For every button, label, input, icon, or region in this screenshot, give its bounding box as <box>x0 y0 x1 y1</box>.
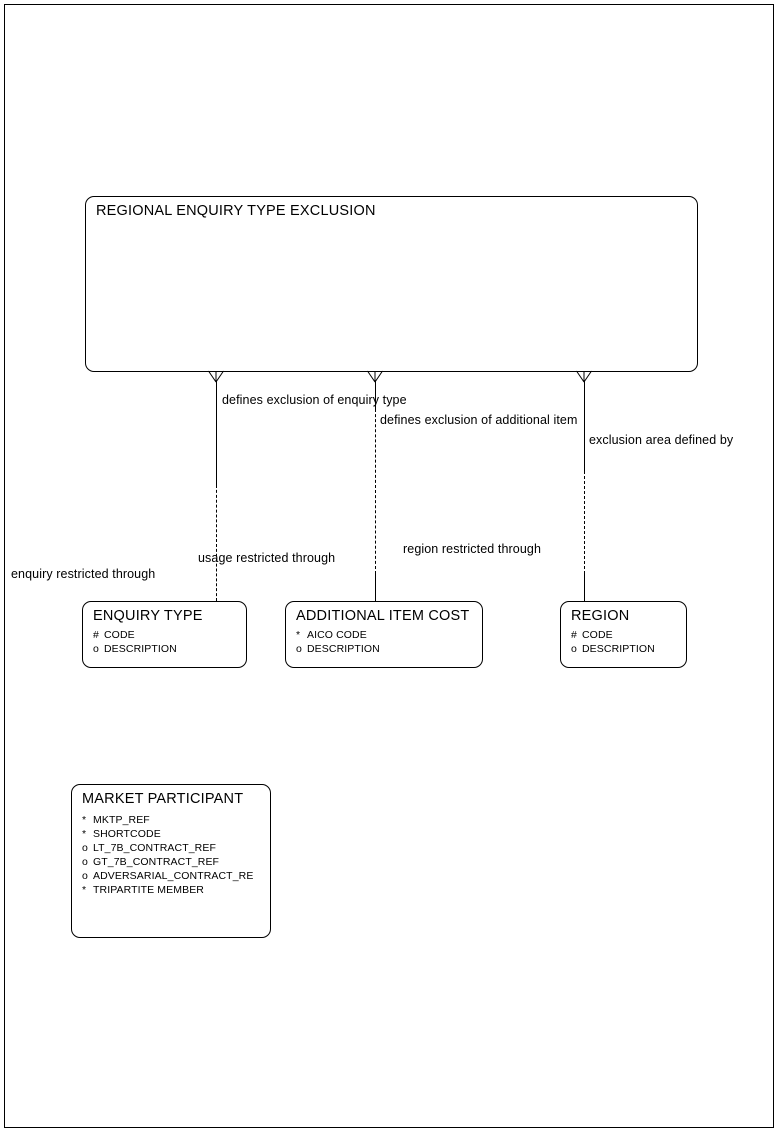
attribute-marker: # <box>93 629 99 641</box>
attribute-row: o DESCRIPTION <box>571 642 686 656</box>
relationship-line-additional-item-solid-top <box>375 381 376 409</box>
relationship-label-exclusion-area-defined-by: exclusion area defined by <box>589 433 734 447</box>
attribute-label: SHORTCODE <box>93 828 161 840</box>
entity-region[interactable]: REGION # CODE o DESCRIPTION <box>560 601 687 668</box>
entity-enquiry-type[interactable]: ENQUIRY TYPE # CODE o DESCRIPTION <box>82 601 247 668</box>
attribute-label: CODE <box>582 629 613 641</box>
attribute-list: # CODE o DESCRIPTION <box>571 628 686 656</box>
relationship-line-additional-item-solid-bottom <box>375 574 376 601</box>
attribute-label: LT_7B_CONTRACT_REF <box>93 842 216 854</box>
attribute-row: * MKTP_REF <box>82 813 271 827</box>
entity-title: ENQUIRY TYPE <box>93 608 203 624</box>
attribute-row: o GT_7B_CONTRACT_REF <box>82 855 271 869</box>
attribute-label: DESCRIPTION <box>104 643 177 655</box>
attribute-row: o DESCRIPTION <box>93 642 246 656</box>
attribute-marker: o <box>82 856 88 868</box>
attribute-row: * AICO CODE <box>296 628 482 642</box>
crowsfoot-icon-additional-item-cost <box>367 370 383 383</box>
attribute-marker: o <box>93 643 99 655</box>
crowsfoot-icon-enquiry-type <box>208 370 224 383</box>
attribute-row: o ADVERSARIAL_CONTRACT_RE <box>82 869 271 883</box>
attribute-marker: o <box>571 643 577 655</box>
attribute-row: * SHORTCODE <box>82 827 271 841</box>
attribute-marker: * <box>82 884 87 896</box>
relationship-line-region-solid-top <box>584 381 585 471</box>
attribute-marker: o <box>82 870 88 882</box>
entity-title: MARKET PARTICIPANT <box>82 791 244 807</box>
attribute-label: GT_7B_CONTRACT_REF <box>93 856 220 868</box>
attribute-marker: * <box>82 814 87 826</box>
relationship-label-enquiry-restricted-through: enquiry restricted through <box>11 567 156 581</box>
attribute-label: ADVERSARIAL_CONTRACT_RE <box>93 870 254 882</box>
attribute-list: # CODE o DESCRIPTION <box>93 628 246 656</box>
attribute-marker: o <box>296 643 302 655</box>
crowsfoot-icon-region <box>576 370 592 383</box>
attribute-list: * MKTP_REF * SHORTCODE o LT_7B_CONTRACT_REF… <box>82 813 271 897</box>
attribute-label: DESCRIPTION <box>582 643 655 655</box>
attribute-row: o DESCRIPTION <box>296 642 482 656</box>
relationship-line-additional-item-dashed <box>375 409 376 574</box>
entity-regional-enquiry-type-exclusion[interactable]: REGIONAL ENQUIRY TYPE EXCLUSION <box>85 196 698 372</box>
entity-title: REGIONAL ENQUIRY TYPE EXCLUSION <box>96 203 376 219</box>
attribute-row: # CODE <box>571 628 686 642</box>
attribute-label: TRIPARTITE MEMBER <box>93 884 204 896</box>
attribute-row: * TRIPARTITE MEMBER <box>82 883 271 897</box>
attribute-label: DESCRIPTION <box>307 643 380 655</box>
relationship-line-region-solid-bottom <box>584 574 585 601</box>
relationship-line-enquiry-type-dashed <box>216 485 217 601</box>
attribute-row: # CODE <box>93 628 246 642</box>
entity-additional-item-cost[interactable]: ADDITIONAL ITEM COST * AICO CODE o DESCRIP… <box>285 601 483 668</box>
relationship-line-enquiry-type-solid <box>216 381 217 485</box>
attribute-row: o LT_7B_CONTRACT_REF <box>82 841 271 855</box>
attribute-marker: o <box>82 842 88 854</box>
attribute-marker: * <box>296 629 301 641</box>
page-border <box>4 4 774 1128</box>
attribute-label: AICO CODE <box>307 629 367 641</box>
entity-title: ADDITIONAL ITEM COST <box>296 608 470 624</box>
entity-market-participant[interactable]: MARKET PARTICIPANT * MKTP_REF * SHORTCODE … <box>71 784 271 938</box>
relationship-line-region-dashed <box>584 471 585 574</box>
relationship-label-defines-exclusion-of-additional-item: defines exclusion of additional item <box>380 413 578 427</box>
relationship-label-usage-restricted-through: usage restricted through <box>198 551 336 565</box>
entity-title: REGION <box>571 608 630 624</box>
relationship-label-region-restricted-through: region restricted through <box>403 542 541 556</box>
attribute-list: * AICO CODE o DESCRIPTION <box>296 628 482 656</box>
attribute-label: CODE <box>104 629 135 641</box>
relationship-label-defines-exclusion-of-enquiry-type: defines exclusion of enquiry type <box>222 393 407 407</box>
attribute-label: MKTP_REF <box>93 814 150 826</box>
attribute-marker: # <box>571 629 577 641</box>
attribute-marker: * <box>82 828 87 840</box>
